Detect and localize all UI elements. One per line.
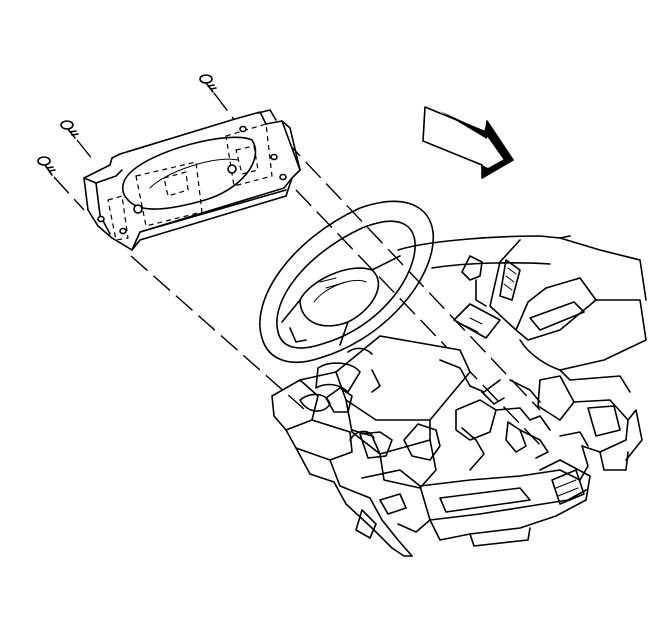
steering-column [315,335,471,489]
knee-bolster-panel [83,109,301,251]
steering-wheel [259,200,435,363]
screw-left [37,156,56,176]
alignment-lines [53,92,546,451]
screw-upper-left [60,120,79,139]
lower-dash-structure [271,359,591,557]
instrument-panel [397,235,647,471]
direction-arrow-icon [422,106,514,179]
screw-top [199,74,217,93]
